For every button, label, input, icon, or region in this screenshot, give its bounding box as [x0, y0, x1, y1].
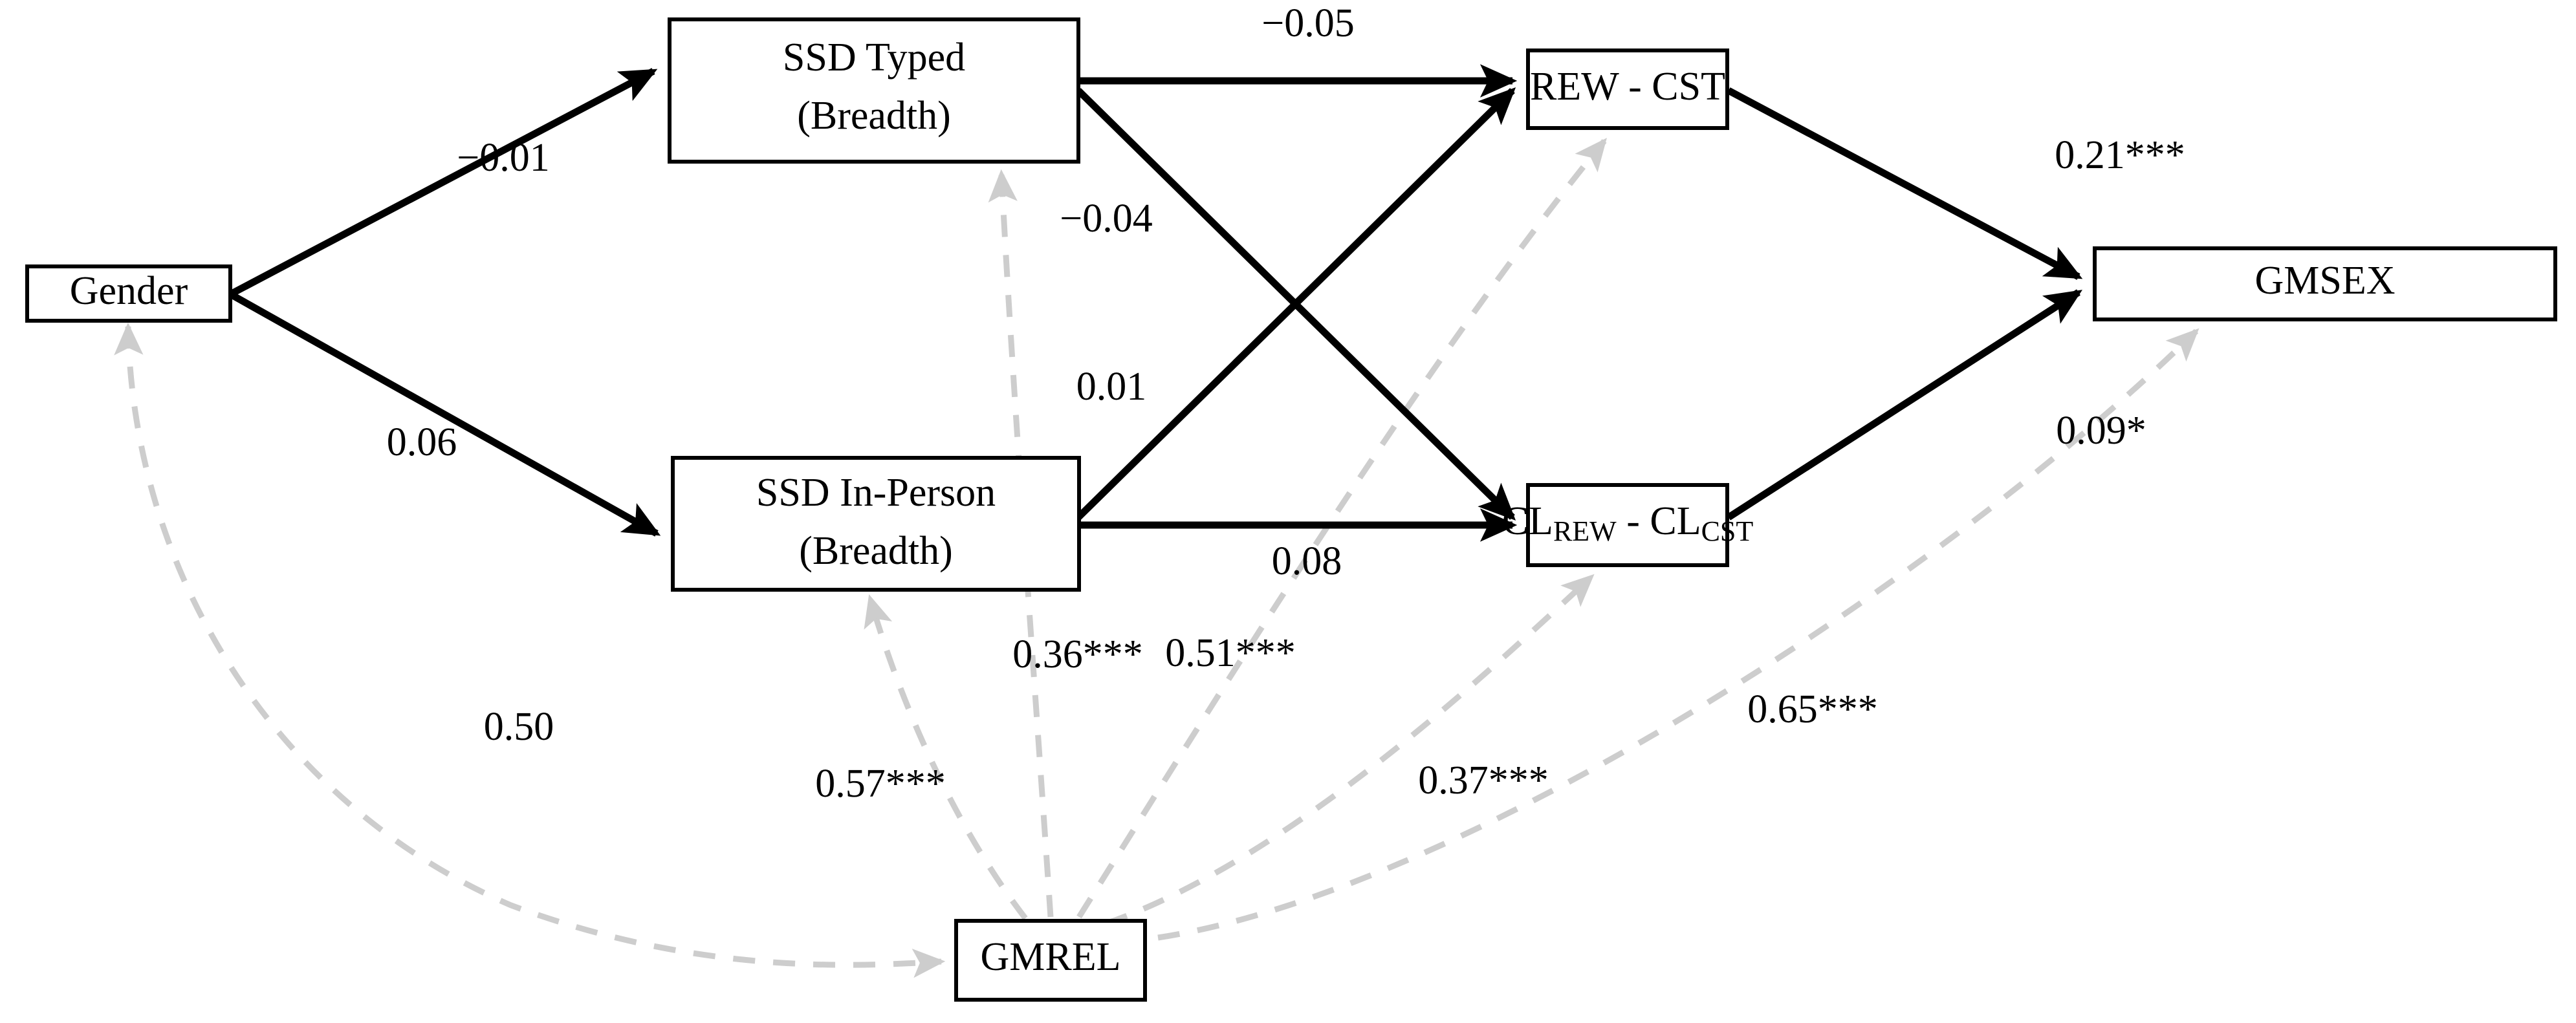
- cl-diff-part-0: CL: [1502, 499, 1553, 543]
- node-ssd-typed-sublabel: (Breadth): [797, 94, 951, 138]
- cl-diff-part-2: - CL: [1617, 499, 1701, 543]
- edge-gender-ssdtyped: [230, 68, 658, 297]
- coef-ssdtyped-rewcst: −0.05: [1261, 1, 1354, 45]
- coef-gmrel-ssdinperson: 0.57***: [815, 762, 946, 806]
- node-gender[interactable]: Gender: [25, 264, 232, 323]
- node-rew-cst[interactable]: REW - CST: [1526, 48, 1729, 130]
- solid-coef-label-group: −0.01 0.06 −0.05 −0.04 0.01 0.08 0.21***…: [387, 1, 2185, 583]
- node-group: Gender SSD Typed (Breadth) SSD In-Person…: [25, 17, 2557, 1002]
- coef-ssdtyped-cldiff: −0.04: [1060, 197, 1152, 241]
- coef-ssdinperson-cldiff: 0.08: [1272, 539, 1342, 583]
- coef-gmrel-ssdtyped: 0.36***: [1012, 632, 1143, 676]
- node-ssd-inperson[interactable]: SSD In-Person (Breadth): [671, 456, 1081, 592]
- node-ssd-typed-label: SSD Typed: [783, 36, 965, 80]
- edge-gmrel-ssdinper: [864, 594, 1028, 920]
- solid-edge-group: [230, 64, 2083, 542]
- node-gender-label: Gender: [70, 269, 188, 313]
- edge-cldiff-gmsex: [1727, 289, 2083, 521]
- dashed-edge-group: [114, 138, 2199, 978]
- node-rew-cst-label: REW - CST: [1530, 65, 1725, 109]
- coef-gmrel-cldiff: 0.37***: [1418, 759, 1549, 802]
- node-ssd-inperson-sublabel: (Breadth): [799, 529, 953, 573]
- edge-ssdinper-rewcst: [1076, 87, 1516, 520]
- cl-diff-part-3-sub: CST: [1701, 515, 1754, 547]
- edge-gmrel-gender: [114, 322, 946, 978]
- node-cl-diff-label: CLREW - CLCST: [1502, 499, 1754, 547]
- node-gmsex-label: GMSEX: [2254, 259, 2395, 303]
- node-cl-diff[interactable]: CLREW - CLCST: [1502, 483, 1754, 567]
- coef-gender-ssdtyped: −0.01: [457, 136, 549, 180]
- dashed-coef-label-group: 0.50 0.57*** 0.36*** 0.51*** 0.37*** 0.6…: [484, 631, 1878, 806]
- coef-cldiff-gmsex: 0.09*: [2056, 409, 2146, 453]
- node-gmrel[interactable]: GMREL: [954, 919, 1147, 1002]
- cl-diff-part-1-sub: REW: [1553, 515, 1617, 547]
- coef-gmrel-gmsex: 0.65***: [1747, 687, 1878, 731]
- edge-rewcst-gmsex: [1727, 87, 2083, 280]
- edge-gmrel-rewcst: [1076, 138, 1607, 919]
- coef-gmrel-gender: 0.50: [484, 705, 554, 749]
- edge-gender-ssdinper: [230, 292, 661, 537]
- edge-gmrel-gmsex: [1157, 328, 2199, 941]
- node-ssd-typed[interactable]: SSD Typed (Breadth): [668, 17, 1080, 164]
- node-gmrel-label: GMREL: [981, 935, 1121, 979]
- coef-rewcst-gmsex: 0.21***: [2055, 133, 2185, 177]
- node-gmsex[interactable]: GMSEX: [2093, 246, 2557, 321]
- coef-ssdinperson-rewcst: 0.01: [1076, 365, 1147, 409]
- coef-gmrel-rewcst: 0.51***: [1165, 631, 1296, 675]
- edge-gmrel-cldiff: [1105, 574, 1595, 927]
- coef-gender-ssdinperson: 0.06: [387, 420, 457, 464]
- node-ssd-inperson-label: SSD In-Person: [756, 471, 996, 515]
